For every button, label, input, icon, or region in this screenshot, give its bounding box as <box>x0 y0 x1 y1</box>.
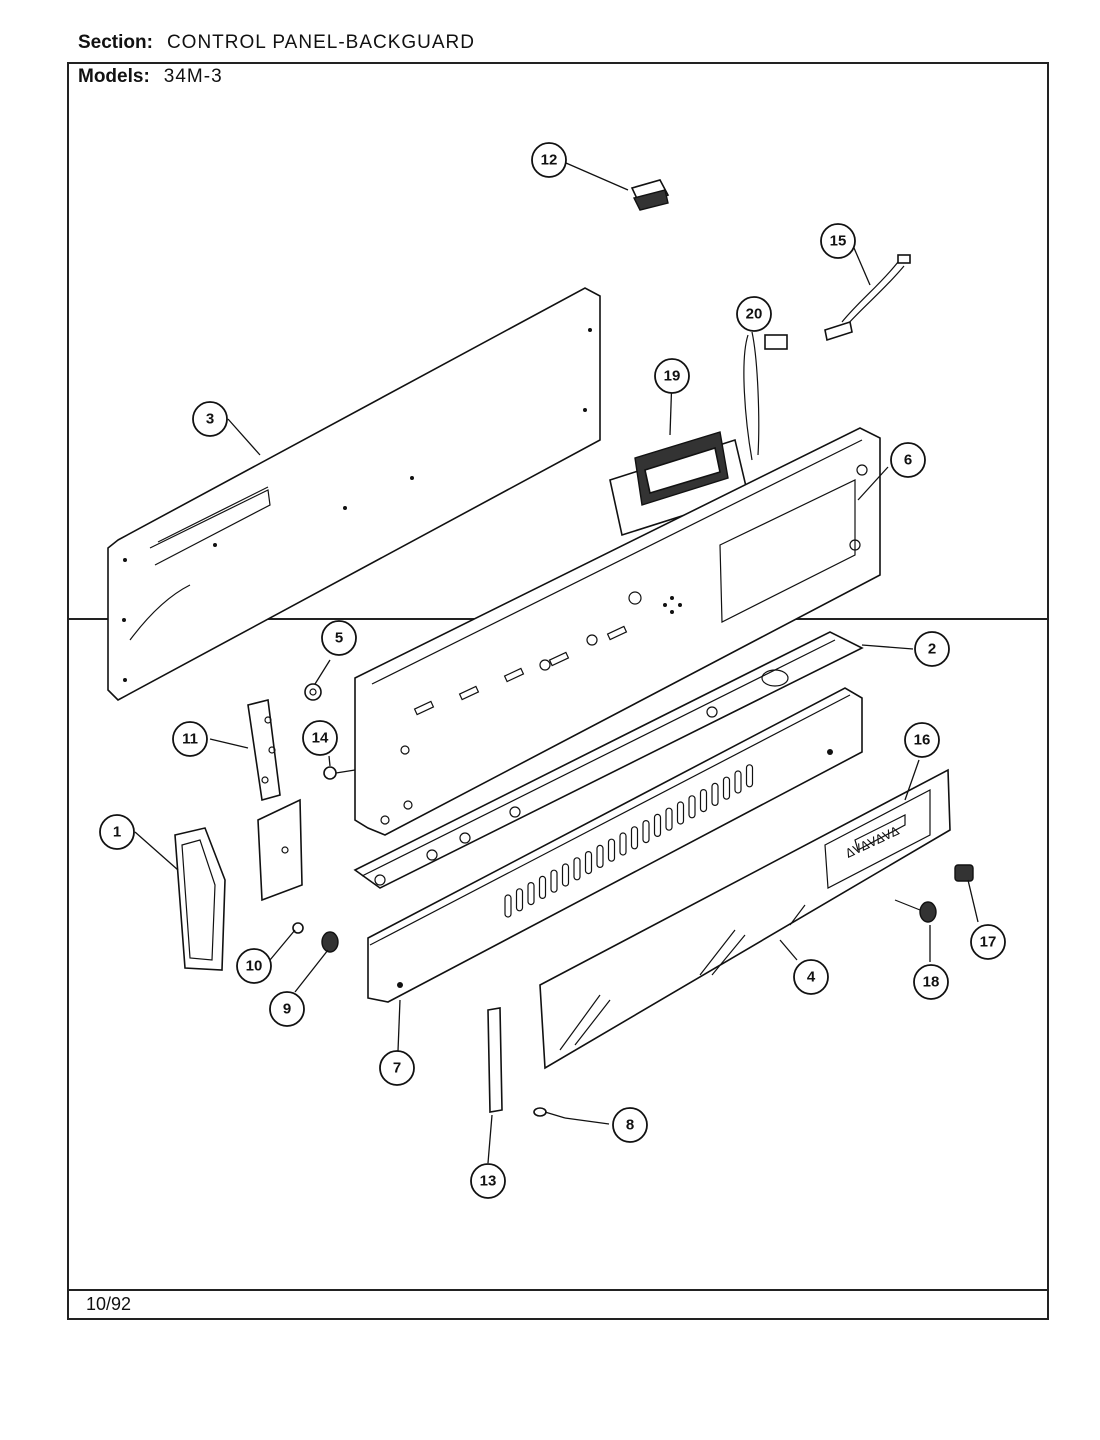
vent-slot <box>688 795 696 819</box>
callout-13-label: 13 <box>480 1173 497 1190</box>
models-heading: Models: 34M-3 <box>78 66 223 88</box>
vent-slot <box>607 838 616 862</box>
part-15-wire-harness <box>824 254 911 342</box>
callout-1-label: 1 <box>113 824 121 841</box>
part-7-vent-slots <box>504 764 754 918</box>
vent-slot <box>550 869 558 893</box>
callout-5-label: 5 <box>335 630 343 647</box>
vent-slot <box>699 788 708 813</box>
callout-6-label: 6 <box>904 452 912 469</box>
callout-20: 20 <box>736 296 772 332</box>
vent-slot <box>734 770 742 794</box>
part-14-screw <box>323 766 356 780</box>
part-4-glass <box>559 904 806 1051</box>
callout-12-label: 12 <box>541 152 558 169</box>
part-6-control-panel <box>354 427 881 836</box>
callout-14: 14 <box>302 720 338 756</box>
callout-17-label: 17 <box>980 934 997 951</box>
vent-slot <box>711 782 719 807</box>
vent-slot <box>573 857 581 881</box>
callout-8: 8 <box>612 1107 648 1143</box>
part-19-control-board <box>609 431 749 537</box>
vent-slot <box>527 881 535 906</box>
callout-7-label: 7 <box>393 1060 401 1077</box>
part-8-screw <box>533 1107 566 1119</box>
vent-slot <box>665 807 673 831</box>
callout-2-label: 2 <box>928 641 936 658</box>
callout-8-label: 8 <box>626 1117 634 1134</box>
part-20-wire-connector <box>743 331 788 461</box>
callout-3-label: 3 <box>206 411 214 428</box>
callout-17: 17 <box>970 924 1006 960</box>
callout-4: 4 <box>793 959 829 995</box>
callout-2: 2 <box>914 631 950 667</box>
part-13-strip <box>487 1007 503 1113</box>
part-18-knob <box>894 899 937 923</box>
part-9-knob <box>321 931 339 953</box>
footer-date: 10/92 <box>86 1294 131 1314</box>
leader-lines <box>134 162 979 1164</box>
callout-20-label: 20 <box>746 306 763 323</box>
callout-7: 7 <box>379 1050 415 1086</box>
callout-10-label: 10 <box>246 958 263 975</box>
callout-3: 3 <box>192 401 228 437</box>
section-heading: Section: CONTROL PANEL-BACKGUARD <box>78 32 475 54</box>
vent-slot <box>642 819 650 844</box>
callout-4-label: 4 <box>807 969 816 986</box>
part-3-rear-panel <box>107 287 601 701</box>
callout-5: 5 <box>321 620 357 656</box>
vent-slot <box>653 813 662 838</box>
callout-16-label: 16 <box>914 732 931 749</box>
part-12-clip <box>630 179 670 211</box>
vent-slot <box>630 826 639 850</box>
callout-11-label: 11 <box>182 731 198 748</box>
part-1-end-cap <box>174 827 226 971</box>
vent-slot <box>745 764 754 788</box>
callout-1: 1 <box>99 814 135 850</box>
callout-15: 15 <box>820 223 856 259</box>
models-label: Models: <box>78 66 150 87</box>
callout-18: 18 <box>913 964 949 1000</box>
callout-6: 6 <box>890 442 926 478</box>
callout-11: 11 <box>172 721 208 757</box>
callout-19-label: 19 <box>664 368 681 385</box>
part-11-bracket <box>247 699 303 902</box>
callout-12: 12 <box>531 142 567 178</box>
vent-slot <box>676 801 685 825</box>
vent-slot <box>561 863 570 887</box>
vent-slot <box>504 894 512 918</box>
section-label: Section: <box>78 32 153 53</box>
section-value: CONTROL PANEL-BACKGUARD <box>166 32 475 53</box>
part-5-nut <box>304 683 322 701</box>
vent-slot <box>596 844 604 869</box>
vent-slot <box>584 850 593 875</box>
callout-18-label: 18 <box>923 974 940 991</box>
callout-10: 10 <box>236 948 272 984</box>
part-10-washer <box>292 922 304 934</box>
models-value: 34M-3 <box>163 66 223 87</box>
callout-9-label: 9 <box>283 1001 291 1018</box>
callout-15-label: 15 <box>830 233 847 250</box>
callout-13: 13 <box>470 1163 506 1199</box>
callout-14-label: 14 <box>312 730 329 747</box>
callout-9: 9 <box>269 991 305 1027</box>
vent-slot <box>619 832 627 856</box>
part-17-spring <box>954 864 974 882</box>
part-2-trim-strip <box>353 631 864 889</box>
vent-slot <box>515 888 524 912</box>
vent-slot <box>722 776 731 800</box>
vent-slot <box>538 875 547 900</box>
diagram-border <box>67 62 1049 1320</box>
callout-19: 19 <box>654 358 690 394</box>
part-16-switch-panel: ΔVΔVΔVΔ <box>539 768 951 1070</box>
callout-16: 16 <box>904 722 940 758</box>
